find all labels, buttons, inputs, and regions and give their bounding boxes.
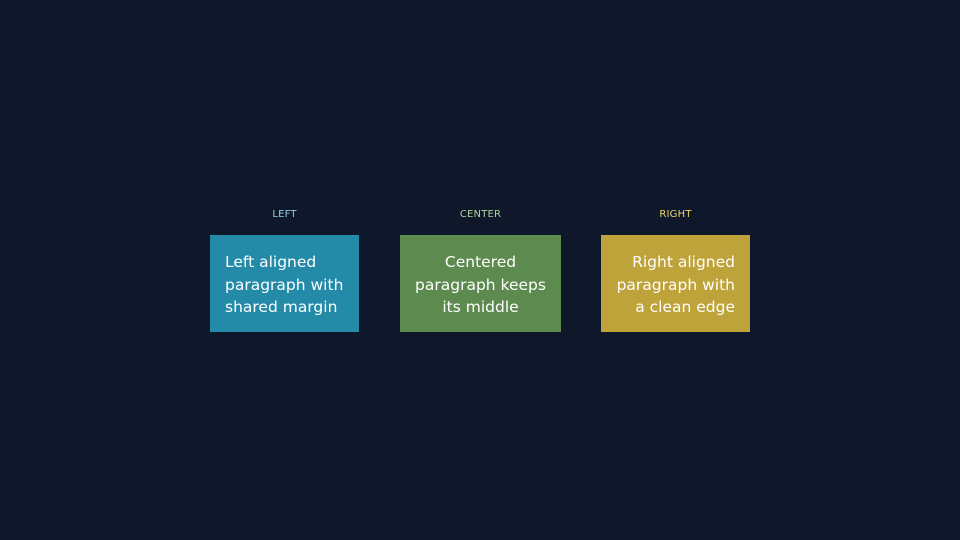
- center-aligned-box: Centered paragraph keeps its middle: [400, 235, 561, 332]
- left-box-line: paragraph with: [225, 275, 344, 294]
- left-box-line: shared margin: [225, 298, 338, 316]
- center-box-line: its middle: [442, 298, 519, 316]
- right-box-line: Right aligned: [632, 253, 735, 271]
- left-box-line: Left aligned: [225, 253, 317, 271]
- right-box-line: a clean edge: [635, 298, 735, 316]
- left-aligned-box: Left aligned paragraph with shared margi…: [210, 235, 359, 332]
- center-box-line: paragraph keeps: [415, 275, 546, 294]
- right-aligned-box: Right aligned paragraph with a clean edg…: [601, 235, 750, 332]
- right-box-line: paragraph with: [616, 275, 735, 294]
- right-heading: RIGHT: [659, 209, 692, 220]
- left-heading: LEFT: [272, 209, 297, 220]
- center-heading: CENTER: [459, 209, 502, 220]
- center-box-line: Centered: [444, 253, 517, 271]
